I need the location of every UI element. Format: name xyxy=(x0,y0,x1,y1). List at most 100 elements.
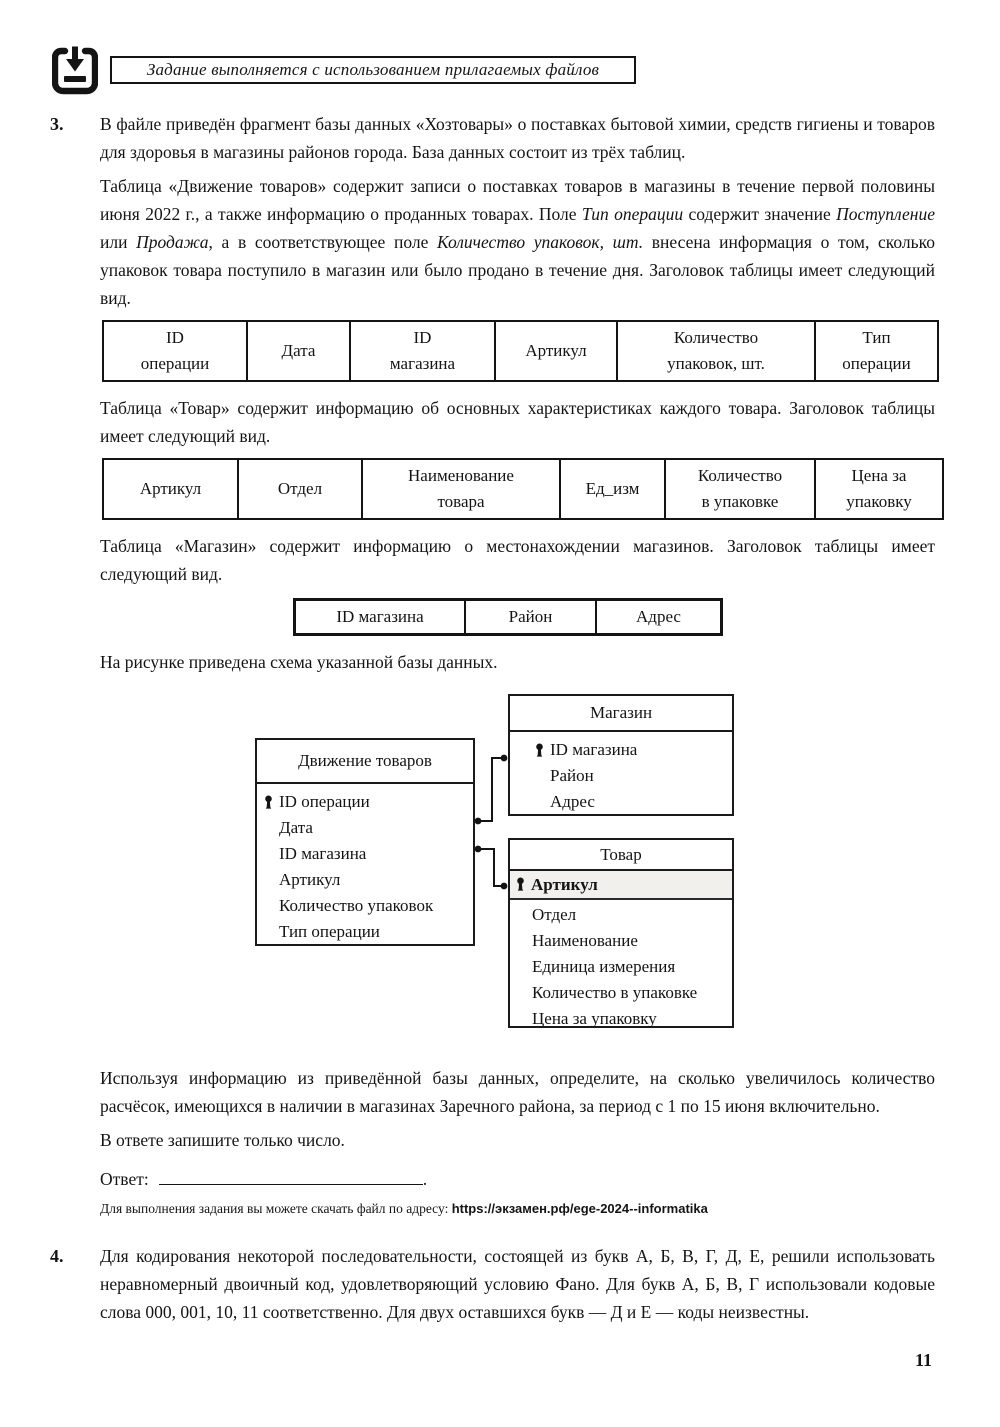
relation-lines xyxy=(474,754,508,890)
database-schema-diagram: Магазин ID магазина Район Адрес Движение… xyxy=(100,686,935,1038)
task-3-movement-description: Таблица «Движение товаров» содержит запи… xyxy=(100,172,935,312)
file-notice: Задание выполняется с использованием при… xyxy=(52,44,935,96)
entity-product: Товар Артикул Отдел Наименование Единица… xyxy=(508,838,734,1028)
download-footnote: Для выполнения задания вы можете скачать… xyxy=(100,1198,935,1220)
table-row: ID операции Дата ID магазина Артикул Кол… xyxy=(102,320,939,382)
text-run: содержит значение xyxy=(683,204,837,224)
header-cell: Количество упаковок, шт. xyxy=(616,320,816,382)
field-row: Артикул xyxy=(263,867,469,893)
field-label: Отдел xyxy=(532,905,577,924)
file-notice-box: Задание выполняется с использованием при… xyxy=(110,56,636,84)
header-cell: Отдел xyxy=(237,458,363,520)
field-label: Количество упаковок xyxy=(279,896,434,915)
field-row: Тип операции xyxy=(263,919,469,945)
value-italic: Продажа xyxy=(136,232,209,252)
entity-title: Товар xyxy=(510,840,732,871)
field-label: Район xyxy=(550,766,594,785)
task-3-answer-note: В ответе запишите только число. xyxy=(100,1130,345,1150)
answer-row: Ответ:. xyxy=(100,1164,935,1194)
relation-endpoint xyxy=(474,817,482,825)
text-run: или xyxy=(100,232,137,252)
field-row: ID магазина xyxy=(263,841,469,867)
field-row: Район xyxy=(534,763,728,789)
field-row: Единица измерения xyxy=(516,954,728,980)
field-label: Дата xyxy=(279,818,313,837)
header-cell: ID операции xyxy=(102,320,248,382)
header-cell: Адрес xyxy=(595,598,723,636)
task-3-intro: В файле приведён фрагмент базы данных «Х… xyxy=(100,114,935,162)
file-notice-label: Задание выполняется с использованием при… xyxy=(146,60,600,79)
field-row: Адрес xyxy=(534,789,728,815)
field-label: ID операции xyxy=(279,792,370,811)
field-row: Количество в упаковке xyxy=(516,980,728,1006)
value-italic: Поступление xyxy=(836,204,935,224)
field-label: Единица измерения xyxy=(532,957,676,976)
header-cell: Наименование товара xyxy=(361,458,561,520)
relation-line-product xyxy=(475,848,506,887)
field-label: ID магазина xyxy=(279,844,367,863)
header-cell: Артикул xyxy=(494,320,618,382)
field-name-italic: Тип операции xyxy=(581,204,684,224)
page-number: 11 xyxy=(914,1350,932,1370)
task-4-text: Для кодирования некоторой последовательн… xyxy=(100,1246,935,1322)
field-name-italic: Количество упаковок, шт. xyxy=(437,232,644,252)
header-cell: Дата xyxy=(246,320,351,382)
header-cell: Количество в упаковке xyxy=(664,458,816,520)
relation-endpoint xyxy=(500,754,508,762)
relation-endpoint xyxy=(500,882,508,890)
field-row: Количество упаковок xyxy=(263,893,469,919)
schema-caption: На рисунке приведена схема указанной баз… xyxy=(100,652,498,672)
task-3-question: Используя информацию из приведённой базы… xyxy=(100,1068,935,1116)
header-cell: Ед_изм xyxy=(559,458,666,520)
field-label: Тип операции xyxy=(279,922,380,941)
task-3-product-description: Таблица «Товар» содержит информацию об о… xyxy=(100,398,935,446)
product-table-header: Артикул Отдел Наименование товара Ед_изм… xyxy=(102,458,944,520)
answer-label: Ответ: xyxy=(100,1169,149,1189)
header-cell: ID магазина xyxy=(349,320,496,382)
header-cell: ID магазина xyxy=(293,598,466,636)
field-row: ID магазина xyxy=(534,737,728,763)
table-row: ID магазина Район Адрес xyxy=(293,598,723,636)
entity-movement: Движение товаров ID операции Дата ID маг… xyxy=(255,738,475,946)
task-3-number: 3. xyxy=(50,114,64,134)
entity-title: Движение товаров xyxy=(257,740,473,784)
header-cell: Цена за упаковку xyxy=(814,458,944,520)
field-row: Дата xyxy=(263,815,469,841)
header-cell: Артикул xyxy=(102,458,239,520)
header-cell: Район xyxy=(464,598,597,636)
task-3: 3. В файле приведён фрагмент базы данных… xyxy=(0,110,944,1220)
text-run: , а в соответствующее поле xyxy=(208,232,438,252)
entity-title: Магазин xyxy=(510,696,732,732)
text-run: внесена информация о том, сколько упаков… xyxy=(100,232,935,308)
answer-period: . xyxy=(422,1169,428,1189)
download-file-icon xyxy=(52,46,98,95)
relation-endpoint xyxy=(474,845,482,853)
key-icon xyxy=(515,877,531,892)
field-label: Наименование xyxy=(532,931,638,950)
task-4: 4. Для кодирования некоторой последовате… xyxy=(0,1242,935,1332)
table-row: Артикул Отдел Наименование товара Ед_изм… xyxy=(102,458,944,520)
movement-table-header: ID операции Дата ID магазина Артикул Кол… xyxy=(102,320,939,382)
header-cell: Тип операции xyxy=(814,320,939,382)
field-row: Наименование xyxy=(516,928,728,954)
task-3-store-description: Таблица «Магазин» содержит информацию о … xyxy=(100,536,935,584)
store-table-header: ID магазина Район Адрес xyxy=(293,598,723,636)
field-row: ID операции xyxy=(263,789,469,815)
field-row: Цена за упаковку xyxy=(516,1006,728,1032)
field-row-primary: Артикул xyxy=(510,871,732,900)
download-url: https://экзамен.рф/ege-2024--informatika xyxy=(451,1201,708,1216)
answer-blank-line xyxy=(158,1166,423,1185)
entity-store: Магазин ID магазина Район Адрес xyxy=(508,694,734,816)
field-label: Артикул xyxy=(279,870,341,889)
field-row: Отдел xyxy=(516,902,728,928)
field-label: Артикул xyxy=(531,874,598,894)
field-label: Адрес xyxy=(550,792,595,811)
task-4-number: 4. xyxy=(50,1246,64,1266)
field-label: ID магазина xyxy=(550,740,638,759)
relation-line-store xyxy=(475,757,506,822)
field-label: Количество в упаковке xyxy=(532,983,698,1002)
download-note-text: Для выполнения задания вы можете скачать… xyxy=(100,1201,452,1216)
key-icon xyxy=(263,795,279,810)
field-label: Цена за упаковку xyxy=(532,1009,657,1028)
